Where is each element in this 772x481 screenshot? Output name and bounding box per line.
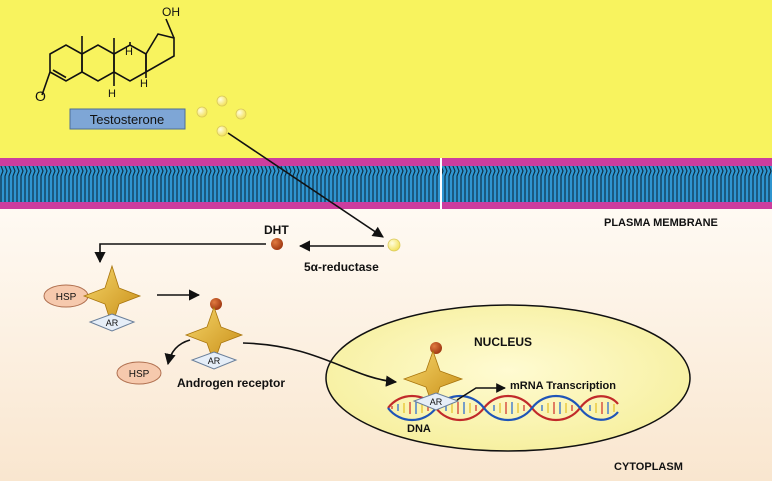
- receptor-complex-nuclear: AR: [402, 342, 464, 411]
- ar-label: AR: [106, 318, 119, 328]
- hydrogen-label-2: H: [108, 88, 116, 100]
- dht-bound-molecule: [210, 298, 222, 310]
- ar-label: AR: [430, 397, 443, 407]
- ar-diamond: [190, 351, 238, 370]
- testosterone-intracellular: [387, 238, 401, 252]
- hydroxyl-label: OH: [162, 5, 180, 19]
- dht-label: DHT: [264, 223, 289, 237]
- dna-strand-blue: [387, 394, 619, 422]
- testosterone-molecule: [196, 106, 208, 118]
- testosterone-label-box: [69, 108, 186, 130]
- extracellular-space: [0, 0, 772, 160]
- diffusion-arrow: [227, 132, 384, 238]
- nucleus-label: NUCLEUS: [474, 335, 532, 349]
- ar-diamond: [88, 313, 136, 332]
- dht-to-receptor-arrow: [94, 243, 266, 264]
- reductase-label: 5α-reductase: [304, 260, 379, 274]
- nuclear-translocation-arrow: [242, 342, 398, 387]
- receptor-complex-hsp-bound: HSP AR: [43, 264, 142, 332]
- dna-label: DNA: [407, 423, 431, 435]
- androgen-receptor-label: Androgen receptor: [177, 376, 285, 390]
- ar-label: AR: [208, 356, 221, 366]
- hsp-label: HSP: [56, 292, 77, 303]
- dht-bound-molecule: [430, 342, 442, 354]
- cytoplasm-label: CYTOPLASM: [614, 461, 683, 473]
- testosterone-molecules: [196, 95, 247, 137]
- testosterone-structure: [41, 18, 175, 96]
- ketone-oxygen: O: [35, 88, 46, 104]
- testosterone-molecule: [216, 95, 228, 107]
- receptor-complex-dht-bound: AR: [184, 298, 244, 370]
- ar-diamond: [412, 392, 460, 411]
- testosterone-molecule: [235, 108, 247, 120]
- mrna-transcription-label: mRNA Transcription: [510, 380, 616, 392]
- hsp-label: HSP: [129, 369, 150, 380]
- testosterone-label: Testosterone: [90, 112, 164, 127]
- plasma-membrane: [0, 158, 772, 209]
- hsp-dissociation-arrow: [164, 339, 191, 366]
- nucleus: [325, 304, 691, 452]
- dht-molecule: [271, 238, 283, 250]
- hydrogen-label-1: H: [125, 46, 133, 58]
- testosterone-molecule: [216, 125, 228, 137]
- hydrogen-label-3: H: [140, 78, 148, 90]
- hsp-protein-released: [116, 361, 162, 385]
- plasma-membrane-label: PLASMA MEMBRANE: [604, 217, 718, 229]
- transcription-arrow: [456, 383, 506, 401]
